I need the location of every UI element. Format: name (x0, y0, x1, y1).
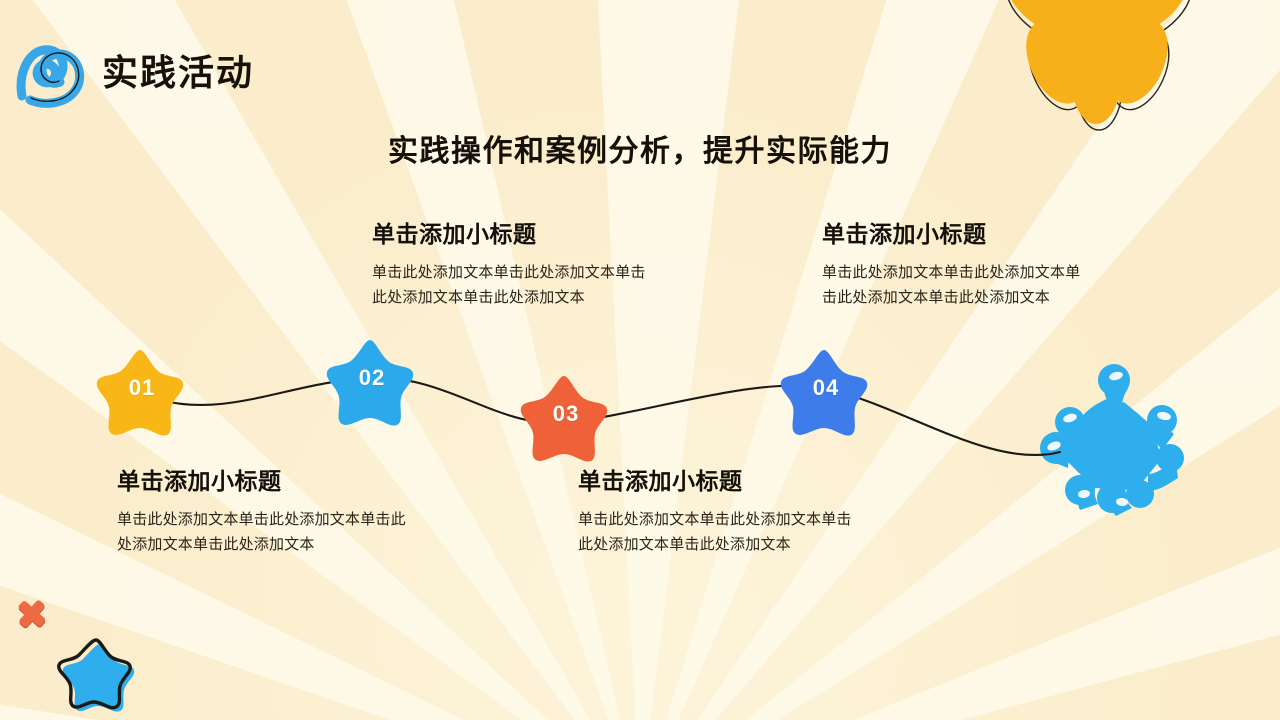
step-body: 单击此处添加文本单击此处添加文本单击此处添加文本单击此处添加文本 (578, 511, 852, 553)
step-marker-04[interactable]: 04 (772, 344, 876, 444)
step-marker-01[interactable]: 01 (88, 344, 192, 444)
step-body: 单击此处添加文本单击此处添加文本单击此处添加文本单击此处添加文本 (372, 264, 646, 306)
step-title: 单击添加小标题 (822, 221, 987, 247)
step-text-block-02: 单击添加小标题 单击此处添加文本单击此处添加文本单击此处添加文本单击此处添加文本 (372, 215, 657, 311)
star-shape-icon (780, 350, 868, 436)
cross-decoration (12, 596, 52, 634)
star-shape-icon (96, 350, 184, 436)
brand-lockup: 实践活动 (14, 38, 254, 108)
flower-decoration (992, 0, 1202, 132)
page-title: 实践操作和案例分析，提升实际能力 (388, 135, 892, 168)
brand-title: 实践活动 (102, 52, 255, 93)
outlined-star-decoration (52, 632, 148, 720)
step-text-block-03: 单击添加小标题 单击此处添加文本单击此处添加文本单击此处添加文本单击此处添加文本 (578, 462, 863, 558)
star-shape-icon (326, 340, 414, 426)
step-text-block-01: 单击添加小标题 单击此处添加文本单击此处添加文本单击此处添加文本单击此处添加文本 (117, 462, 407, 558)
step-marker-03[interactable]: 03 (512, 370, 616, 470)
step-text-block-04: 单击添加小标题 单击此处添加文本单击此处添加文本单击此处添加文本单击此处添加文本 (822, 215, 1087, 311)
paint-splat-decoration (1028, 362, 1198, 522)
star-shape-icon (520, 376, 608, 462)
step-title: 单击添加小标题 (372, 221, 537, 247)
step-body: 单击此处添加文本单击此处添加文本单击此处添加文本单击此处添加文本 (117, 511, 406, 553)
step-marker-02[interactable]: 02 (318, 334, 422, 434)
step-body: 单击此处添加文本单击此处添加文本单击此处添加文本单击此处添加文本 (822, 264, 1081, 306)
step-title: 单击添加小标题 (578, 468, 743, 494)
blue-swirl-logo-icon (16, 45, 85, 108)
step-title: 单击添加小标题 (117, 468, 282, 494)
